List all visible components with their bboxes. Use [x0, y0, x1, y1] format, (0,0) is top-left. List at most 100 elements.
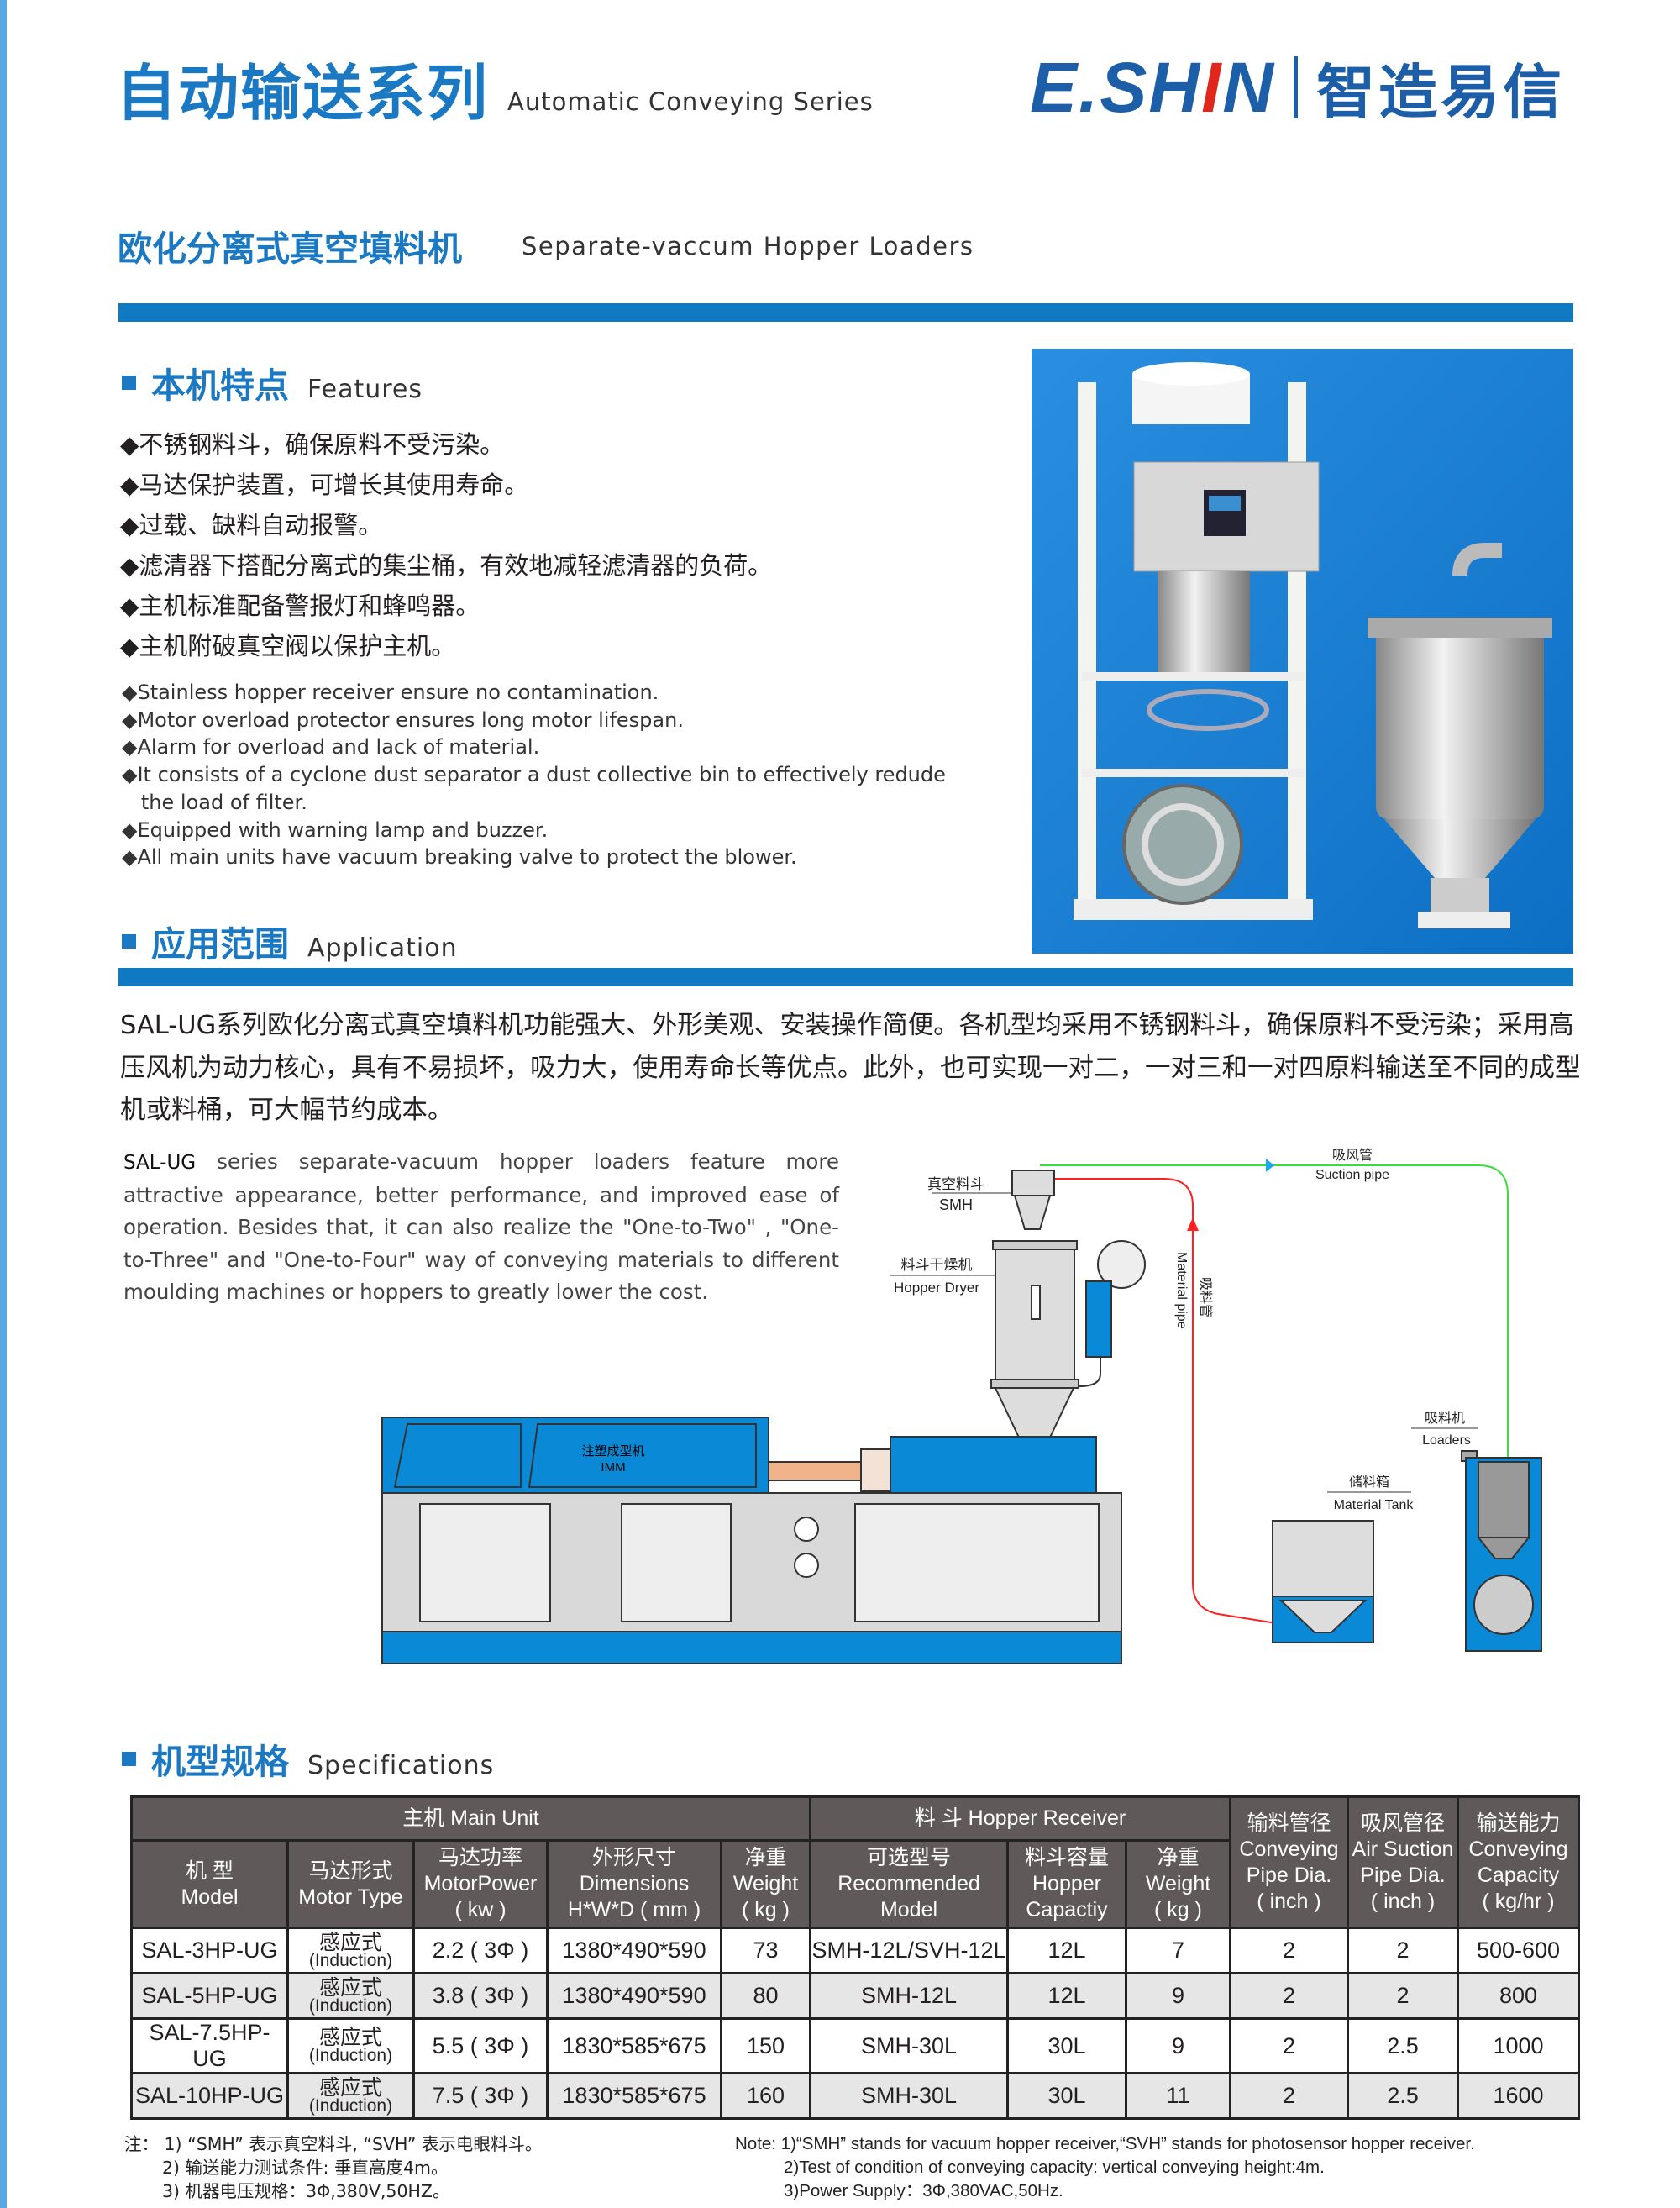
table-cell: 11: [1125, 2072, 1231, 2120]
column-header-line: Hopper: [1032, 1872, 1101, 1895]
square-bullet-icon: [122, 375, 136, 390]
notes-en: Note: 1)“SMH” stands for vacuum hopper r…: [735, 2132, 1475, 2203]
motor-type-cell: 感应式(Induction): [286, 2017, 415, 2074]
motor-type-cell: 感应式(Induction): [286, 1927, 415, 1974]
material-pipe-label-en: Material pipe: [1174, 1252, 1189, 1329]
left-accent-stripe: [0, 0, 7, 2208]
logo-text-en: E.SHIN: [1030, 47, 1275, 129]
column-header-line: Pipe Dia.: [1246, 1863, 1332, 1887]
note-item: 2)Test of condition of conveying capacit…: [784, 2158, 1325, 2177]
table-cell: 1830*585*675: [546, 2017, 722, 2074]
table-cell: SAL-10HP-UG: [130, 2072, 289, 2120]
column-header-line: ( kg ): [1154, 1898, 1202, 1921]
product-title-en: Separate-vaccum Hopper Loaders: [522, 232, 974, 260]
table-cell: 1000: [1457, 2017, 1580, 2074]
feature-item-en: ◆All main units have vacuum breaking val…: [122, 845, 797, 870]
features-heading: 本机特点 Features: [122, 357, 423, 407]
table-cell: 800: [1457, 1972, 1580, 2020]
feature-item-en: the load of filter.: [122, 790, 307, 814]
table-cell: 7.5 ( 3Φ ): [412, 2072, 549, 2120]
table-cell: 2.5: [1347, 2072, 1459, 2120]
note-item: 3) 机器电压规格：3Φ,380V,50HZ。: [162, 2181, 450, 2201]
loaders-label-cn: 吸料机: [1425, 1411, 1465, 1426]
specs-title-cn: 机型规格: [151, 1742, 289, 1782]
motor-type-en: (Induction): [308, 2046, 393, 2065]
note-item: 注： 1) “SMH” 表示真空料斗, “SVH” 表示电眼料斗。: [124, 2134, 543, 2154]
page-title-cn: 自动输送系列: [116, 58, 490, 129]
column-header-line: 可选型号: [866, 1846, 951, 1869]
square-bullet-icon: [122, 933, 136, 949]
column-header-line: Recommended: [837, 1872, 980, 1895]
column-header-line: 吸风管径: [1360, 1811, 1445, 1835]
column-header-line: Dimensions: [579, 1872, 690, 1895]
table-cell: 3.8 ( 3Φ ): [412, 1972, 549, 2020]
loader-illustration: [1461, 1450, 1542, 1652]
motor-type-cn: 感应式: [318, 1975, 382, 2000]
table-cell: 1380*490*590: [546, 1972, 722, 2020]
flow-arrow-icon: [1266, 1159, 1274, 1172]
column-header-line: Capacity: [1477, 1863, 1560, 1887]
feature-item-en: ◆Stainless hopper receiver ensure no con…: [122, 681, 659, 704]
table-cell: 30L: [1006, 2017, 1127, 2074]
table-cell: SMH-30L: [809, 2017, 1009, 2074]
motor-type-en: (Induction): [308, 2095, 393, 2116]
application-title-en: Application: [307, 933, 458, 963]
group-header-hopper: 料 斗 Hopper Receiver: [809, 1795, 1231, 1842]
note-item: 3)Power Supply：3Φ,380VAC,50Hz.: [784, 2181, 1063, 2200]
logo-suffix: N: [1222, 47, 1276, 127]
motor-type-cn: 感应式: [318, 2026, 382, 2049]
column-header-line: ( inch ): [1257, 1889, 1321, 1913]
specs-title-en: Specifications: [307, 1751, 495, 1780]
column-header-line: 马达形式: [308, 1858, 393, 1883]
group-header-main-unit: 主机 Main Unit: [130, 1795, 811, 1842]
imm-label-en: IMM: [601, 1460, 625, 1475]
notes-cn: 注： 1) “SMH” 表示真空料斗, “SVH” 表示电眼料斗。 2) 输送能…: [124, 2132, 542, 2203]
application-paragraph-en: SAL-UG series separate-vacuum hopper loa…: [123, 1146, 839, 1309]
table-cell: 2: [1347, 1972, 1459, 2020]
smh-label-en: SMH: [939, 1196, 973, 1213]
loader-unit-image: [1074, 362, 1320, 920]
column-header-line: Pipe Dia.: [1360, 1863, 1446, 1887]
column-header-line: Conveying: [1239, 1837, 1339, 1861]
specifications-heading: 机型规格 Specifications: [122, 1733, 494, 1784]
product-title-cn: 欧化分离式真空填料机: [118, 229, 462, 269]
suction-pipe-label-cn: 吸风管: [1332, 1148, 1373, 1163]
features-title-cn: 本机特点: [151, 365, 289, 406]
suction-pipe: [1040, 1164, 1509, 1462]
logo-highlight: I: [1201, 47, 1223, 127]
application-title-cn: 应用范围: [151, 924, 289, 965]
features-list-en: ◆Stainless hopper receiver ensure no con…: [122, 679, 946, 871]
column-header-line: Air Suction: [1352, 1837, 1454, 1861]
table-cell: 2.2 ( 3Φ ): [412, 1927, 549, 1974]
conveying-system-diagram: 注塑成型机 IMM 吸风管 Suction pipe 真空料斗 SMH 料斗干燥…: [381, 1148, 1542, 1664]
feature-item-en: ◆Alarm for overload and lack of material…: [122, 735, 540, 760]
motor-type-cn: 感应式: [318, 2075, 382, 2100]
table-cell: 1600: [1457, 2072, 1580, 2120]
column-header-line: Conveying: [1468, 1837, 1568, 1861]
column-header-line: 机 型: [186, 1858, 234, 1883]
table-cell: 80: [720, 1972, 811, 2020]
table-cell: SAL-5HP-UG: [130, 1972, 289, 2020]
smh-label-cn: 真空料斗: [927, 1176, 984, 1192]
column-header-line: 净重: [1157, 1846, 1200, 1869]
material-pipe-label-cn: 吸料管: [1198, 1277, 1213, 1317]
application-heading: 应用范围 Application: [122, 916, 458, 966]
loaders-label-en: Loaders: [1422, 1433, 1471, 1448]
table-cell: 150: [720, 2017, 811, 2074]
table-cell: 1830*585*675: [546, 2072, 722, 2120]
table-cell: SAL-3HP-UG: [130, 1927, 289, 1974]
table-row: SAL-10HP-UG 感应式(Induction) 7.5 ( 3Φ )1830*…: [130, 2072, 1580, 2120]
column-header-line: Weight: [1145, 1872, 1211, 1895]
column-header-line: 输送能力: [1476, 1811, 1561, 1835]
tank-label-en: Material Tank: [1334, 1498, 1415, 1512]
column-header-line: MotorPower: [423, 1872, 538, 1895]
column-header-line: Capactiy: [1026, 1898, 1108, 1921]
